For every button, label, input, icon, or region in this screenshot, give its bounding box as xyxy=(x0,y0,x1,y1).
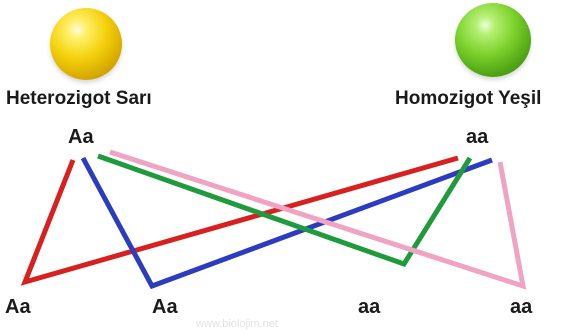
cross-line-pink xyxy=(109,149,527,290)
offspring-genotype-4: aa xyxy=(510,296,533,318)
green-pea-icon xyxy=(455,3,531,77)
parent-genotype-left: Aa xyxy=(68,126,94,148)
watermark: www.biolojim.net xyxy=(196,318,278,330)
parent-label-right: Homozigot Yeşil xyxy=(395,88,542,109)
cross-line-blue xyxy=(80,156,493,290)
offspring-genotype-3: aa xyxy=(358,296,381,318)
yellow-pea-icon xyxy=(50,8,122,80)
cross-line-red xyxy=(20,155,459,286)
offspring-genotype-1: Aa xyxy=(5,296,31,318)
offspring-genotype-2: Aa xyxy=(152,296,178,318)
parent-genotype-right: aa xyxy=(466,126,489,148)
cross-line-green xyxy=(97,153,473,268)
parent-label-left: Heterozigot Sarı xyxy=(6,88,152,109)
